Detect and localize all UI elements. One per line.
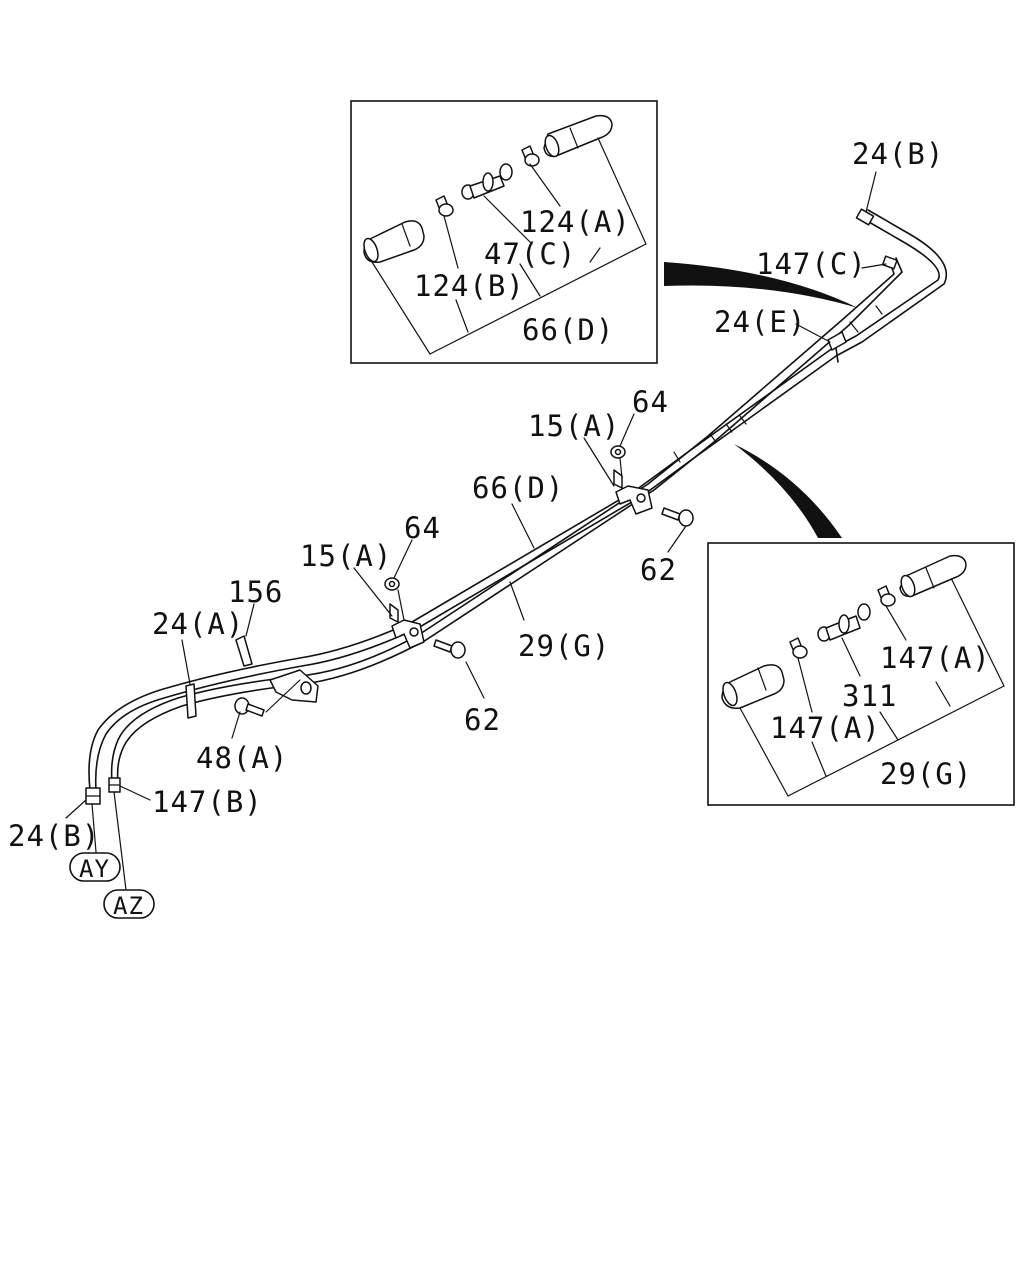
bracket-15a-left-icon	[389, 603, 425, 649]
label-24b-top: 24(B)	[852, 137, 944, 171]
bolt-48a-icon	[234, 697, 265, 717]
label-47c: 47(C)	[484, 237, 576, 271]
pipe-stub-right-2-icon	[899, 554, 967, 598]
label-156: 156	[228, 575, 283, 609]
inset-top-pointer-icon	[664, 262, 858, 308]
fitting-24b-top-icon	[855, 208, 875, 226]
label-66d-inset: 66(D)	[522, 313, 614, 347]
label-15a-left: 15(A)	[300, 539, 392, 573]
clip-124a-icon	[521, 145, 540, 167]
inset-top: 124(A) 47(C) 124(B) 66(D)	[350, 100, 658, 364]
union-bolt-311-icon	[817, 603, 871, 642]
bolt-62-right-icon	[661, 507, 694, 527]
label-147a-upper: 147(A)	[880, 641, 991, 675]
clip-124b-icon	[435, 195, 454, 217]
pipe-assembly	[65, 171, 948, 891]
clip-147a-lower-icon	[789, 637, 808, 659]
clamp-24e-icon	[827, 331, 847, 363]
label-62-right: 62	[640, 553, 677, 587]
label-24b-bottom: 24(B)	[8, 819, 100, 853]
label-147b: 147(B)	[152, 785, 263, 819]
pipe-29g	[110, 261, 895, 783]
label-311: 311	[842, 679, 897, 713]
connector-ay: AY	[69, 852, 121, 883]
pipe-stub-left-2-icon	[721, 664, 785, 710]
fitting-147b-icon	[108, 777, 121, 793]
label-48a: 48(A)	[196, 741, 288, 775]
inset-top-frame	[350, 100, 658, 364]
inset-bottom-pointer-icon	[734, 444, 842, 538]
connector-az: AZ	[103, 889, 155, 920]
label-15a-right: 15(A)	[528, 409, 620, 443]
label-124b: 124(B)	[414, 269, 525, 303]
bolt-62-left-icon	[433, 639, 466, 659]
label-147a-lower: 147(A)	[770, 711, 881, 745]
label-24a: 24(A)	[152, 607, 244, 641]
label-124a: 124(A)	[520, 205, 631, 239]
label-147c: 147(C)	[756, 247, 867, 281]
label-29g-inset: 29(G)	[880, 757, 972, 791]
clamp-24a-icon	[185, 683, 197, 719]
label-64-left: 64	[404, 511, 441, 545]
nut-64-right-icon	[610, 445, 626, 459]
union-bolt-47c-icon	[461, 163, 513, 200]
label-24e: 24(E)	[714, 305, 806, 339]
connector-ay-label: AY	[79, 855, 110, 883]
pipe-stub-left-icon	[363, 220, 425, 264]
bracket-15a-right-icon	[613, 469, 653, 515]
fitting-147c-icon	[881, 255, 898, 270]
clip-147a-upper-icon	[877, 585, 896, 607]
label-64-right: 64	[632, 385, 669, 419]
inset-bottom-frame	[707, 542, 1015, 806]
label-29g: 29(G)	[518, 629, 610, 663]
label-66d: 66(D)	[472, 471, 564, 505]
inset-bottom: 147(A) 311 147(A) 29(G)	[707, 542, 1015, 806]
nut-64-left-icon	[384, 577, 400, 591]
pipe-66d	[88, 217, 940, 791]
pipe-stub-right-icon	[543, 114, 613, 158]
label-62-left: 62	[464, 703, 501, 737]
connector-az-label: AZ	[113, 892, 144, 920]
fitting-24b-bottom-icon	[85, 787, 101, 805]
